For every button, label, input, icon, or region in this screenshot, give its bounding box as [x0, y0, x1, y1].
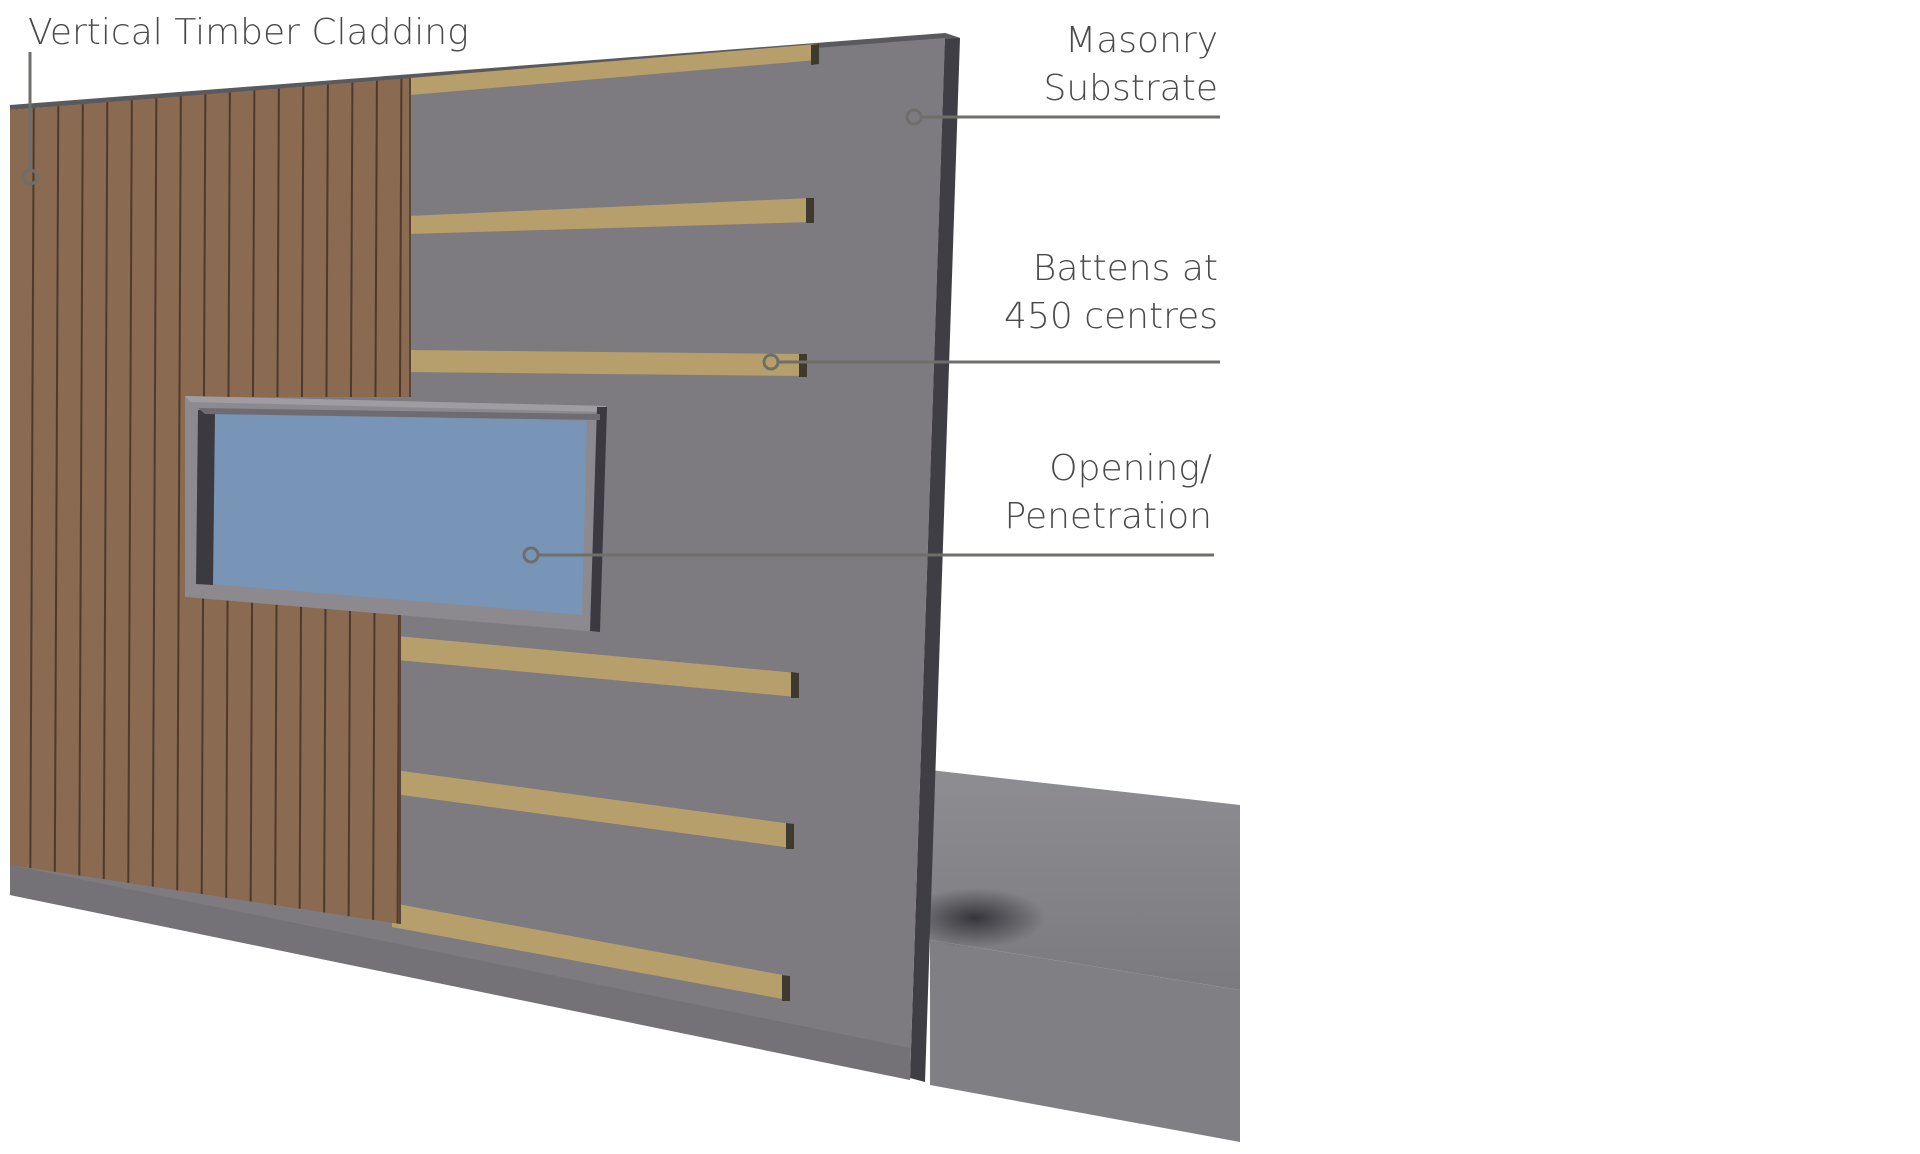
- opening-reveal-top: [185, 396, 606, 412]
- ground-slab: [905, 770, 1240, 1142]
- cladding-board-joint: [53, 78, 60, 924]
- cladding-board-joint: [29, 78, 35, 924]
- window-glass: [213, 413, 587, 615]
- cladding-leader-marker: [21, 168, 39, 186]
- vertical-timber-cladding: [10, 78, 411, 924]
- opening-label-line2: Penetration: [1005, 496, 1212, 537]
- window-frame-right: [590, 407, 607, 632]
- masonry-label-line2: Substrate: [1043, 68, 1218, 109]
- battens-leader-marker: [762, 353, 780, 371]
- window-frame-left: [196, 410, 215, 585]
- ground-front-face: [930, 940, 1240, 1142]
- battens-label-line1: Battens at: [1033, 248, 1218, 289]
- batten: [404, 350, 807, 377]
- batten: [395, 770, 794, 849]
- batten: [408, 198, 814, 234]
- window-opening: [185, 396, 607, 632]
- opening-leader-marker: [522, 546, 540, 564]
- masonry-side-edge: [910, 33, 960, 1082]
- battens: [392, 44, 819, 1001]
- ground-corner-shadow: [905, 888, 1045, 948]
- masonry-bottom-strip: [10, 865, 910, 1080]
- cladding-board-joints: [29, 78, 403, 924]
- opening-label-line1: Opening/: [1049, 448, 1212, 489]
- masonry-leader-marker: [905, 108, 923, 126]
- window-frame-top: [198, 408, 600, 420]
- masonry-label-line1: Masonry: [1065, 20, 1218, 61]
- cladding-board-joint: [102, 78, 109, 924]
- cladding-board-joint: [151, 78, 158, 924]
- batten: [410, 44, 819, 95]
- cladding-board-joint: [176, 78, 182, 924]
- batten: [397, 636, 799, 698]
- batten: [392, 903, 790, 1001]
- cladding-board-joint: [127, 78, 133, 924]
- cladding-board-joint: [78, 78, 84, 924]
- battens-label-line2: 450 centres: [1004, 296, 1218, 337]
- cladding-panel: [10, 78, 410, 924]
- cladding-label: Vertical Timber Cladding: [28, 12, 469, 53]
- leaders: [21, 52, 1220, 564]
